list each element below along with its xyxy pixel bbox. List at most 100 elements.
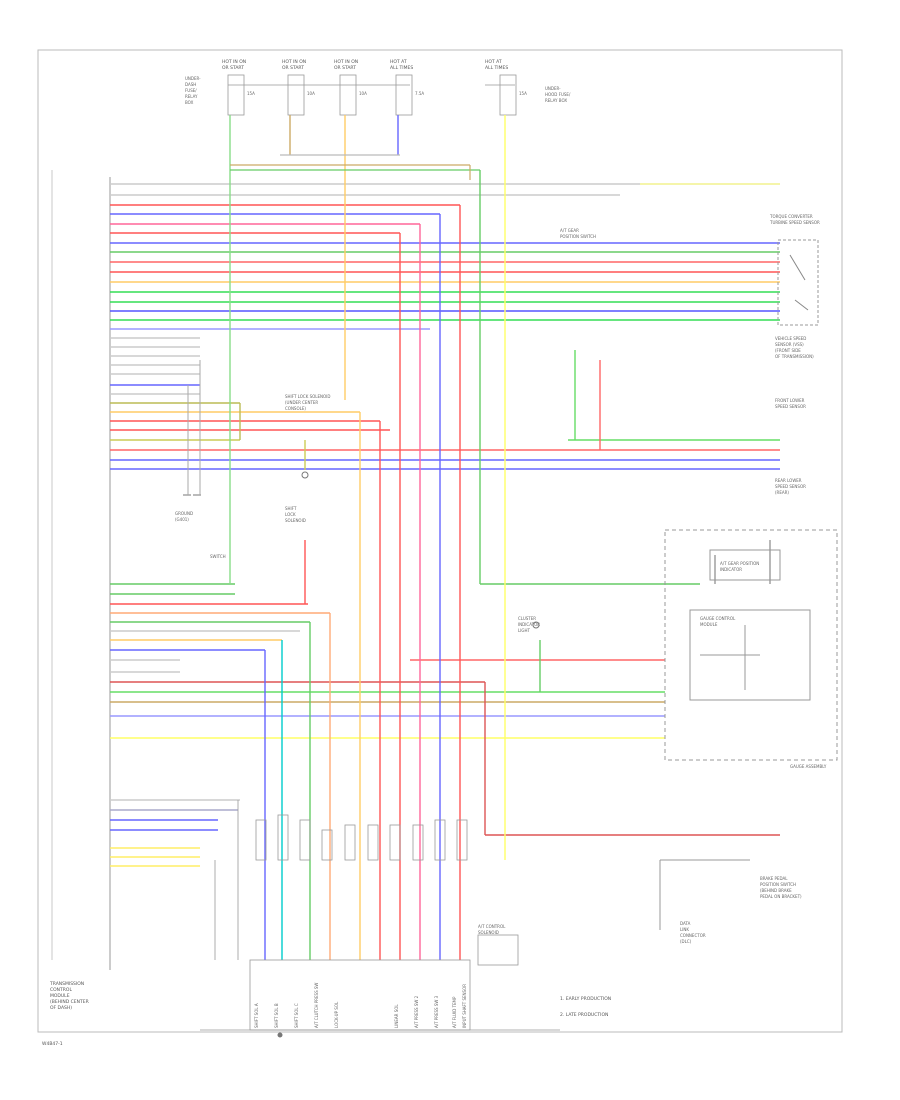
gear-switch-label: (UNDER CENTER	[285, 400, 318, 405]
diagram-border	[37, 49, 843, 1033]
ground-b-label: SOLENOID	[285, 518, 306, 523]
wire-group-upper	[110, 183, 780, 470]
fuse-label: HOT IN ON	[334, 59, 358, 65]
switch-a-label: A/T GEAR	[560, 228, 579, 233]
torque-converter-sensor	[777, 239, 819, 326]
gear-switch-label: SHIFT LOCK SOLENOID	[285, 394, 330, 399]
indicator-label: CLUSTER	[518, 616, 536, 621]
solenoid-label: LOCK-UP SOL	[334, 1001, 339, 1028]
fuse-label: OR START	[334, 65, 356, 71]
fuse-label: HOT AT	[390, 59, 407, 65]
right-component-labels: TORQUE CONVERTER TURBINE SPEED SENSOR A/…	[560, 214, 827, 944]
indicator-label: INDICATOR	[518, 622, 540, 627]
cluster-label: GAUGE CONTROL	[700, 616, 736, 621]
cluster-box-label: GAUGE ASSEMBLY	[790, 764, 827, 769]
cluster-label: MODULE	[700, 622, 718, 627]
top-right-note: UNDER- HOOD FUSE/ RELAY BOX	[545, 86, 571, 103]
gauge-label: INDICATOR	[720, 567, 742, 572]
torque-converter-label: TURBINE SPEED SENSOR	[769, 220, 820, 225]
fuse-box-label: BOX	[185, 100, 194, 105]
fuse-label: OR START	[282, 65, 304, 71]
legend-item: 1. EARLY PRODUCTION	[560, 996, 611, 1002]
gear-switch-label: CONSOLE)	[285, 406, 306, 411]
brake-label: PEDAL ON BRACKET)	[760, 894, 802, 899]
bottom-solenoid-labels: SHIFT SOL A SHIFT SOL B SHIFT SOL C A/T …	[254, 924, 506, 1028]
fuse-label: ALL TIMES	[485, 65, 508, 71]
brake-label: (BEHIND BRAKE	[760, 888, 792, 893]
fuse-value: 7.5A	[415, 91, 424, 96]
module-label: TRANSMISSION CONTROL MODULE (BEHIND CENT…	[49, 981, 89, 1011]
solenoid-label: SHIFT SOL C	[294, 1003, 299, 1028]
fuse-box-label: FUSE/	[185, 88, 197, 93]
underhood-box-label: HOOD FUSE/	[545, 92, 571, 97]
brake-label: POSITION SWITCH	[760, 882, 796, 887]
solenoid-label: SHIFT SOL A	[254, 1003, 259, 1028]
ground-symbols	[183, 360, 540, 1038]
gauge-assembly-box	[664, 529, 838, 761]
module-label-line: TRANSMISSION	[49, 981, 84, 987]
top-harness	[230, 154, 780, 185]
solenoid-label: A/T CLUTCH PRESS SW	[314, 983, 319, 1028]
fuse-label: HOT IN ON	[222, 59, 246, 65]
module-label-line: OF DASH)	[50, 1005, 72, 1011]
ground-b-label: LOCK	[285, 512, 296, 517]
switch-a-label: POSITION SWITCH	[560, 234, 596, 239]
fuse-box-label: RELAY	[185, 94, 198, 99]
solenoid-label: A/T PRESS SW 2	[414, 995, 419, 1028]
dlc-label: DATA	[680, 921, 691, 926]
fuse-box-label: UNDER-	[185, 76, 201, 81]
module-label-line: MODULE	[50, 993, 70, 999]
gauge-label: A/T GEAR POSITION	[720, 561, 759, 566]
fuse-value: 10A	[359, 91, 367, 96]
front-wheel-label: SPEED SENSOR	[775, 404, 806, 409]
top-left-note: UNDER- DASH FUSE/ RELAY BOX	[185, 76, 201, 105]
module-label-line: CONTROL	[50, 987, 72, 993]
fuse-value: 10A	[307, 91, 315, 96]
dlc-label: CONNECTOR	[680, 933, 706, 938]
fuse-value: 15A	[247, 91, 255, 96]
solenoid-label: SHIFT SOL B	[274, 1003, 279, 1028]
bottom-connector-row	[200, 800, 560, 1031]
legend-item: 2. LATE PRODUCTION	[560, 1012, 608, 1018]
figure-id: W4B47-1	[42, 1041, 63, 1047]
rear-wheel-label: (REAR)	[775, 490, 789, 495]
rear-wheel-label: REAR LOWER	[775, 478, 802, 483]
fuse-label: HOT IN ON	[282, 59, 306, 65]
vss-label: OF TRANSMISSION)	[775, 354, 814, 359]
underhood-box-label: RELAY BOX	[545, 98, 567, 103]
top-fuse-group	[227, 74, 517, 116]
front-wheel-label: FRONT LOWER	[775, 398, 805, 403]
ground-b-label: SHIFT	[285, 506, 297, 511]
wire-group-vertical	[229, 115, 771, 960]
solenoid-label: A/T PRESS SW 3	[434, 995, 439, 1028]
brake-switch	[659, 859, 750, 930]
solenoid-label: A/T FLUID TEMP	[452, 996, 457, 1028]
vss-label: VEHICLE SPEED	[775, 336, 806, 341]
center-labels: SHIFT LOCK SOLENOID (UNDER CENTER CONSOL…	[175, 394, 540, 633]
ground-a-label: (G401)	[175, 517, 189, 522]
indicator-label: LIGHT	[518, 628, 531, 633]
fuse-label: HOT AT	[485, 59, 502, 65]
rear-wheel-label: SPEED SENSOR	[775, 484, 806, 489]
vss-label: (FRONT SIDE	[775, 348, 801, 353]
solenoid-label: LINEAR SOL	[394, 1004, 399, 1028]
vss-label: SENSOR (VSS)	[775, 342, 804, 347]
top-fuse-labels: HOT IN ON OR START HOT IN ON OR START HO…	[222, 59, 527, 96]
solenoid-block-label: SOLENOID	[478, 930, 499, 935]
solenoid-label: INPUT SHAFT SENSOR	[462, 984, 467, 1028]
ground-c-label: SWITCH	[210, 554, 226, 559]
torque-converter-label: TORQUE CONVERTER	[769, 214, 813, 219]
ground-a-label: GROUND	[175, 511, 193, 516]
fuse-box-label: DASH	[185, 82, 196, 87]
legend: 1. EARLY PRODUCTION 2. LATE PRODUCTION	[560, 996, 611, 1018]
tcm-connector-bracket	[51, 170, 111, 970]
brake-label: BRAKE PEDAL	[760, 876, 788, 881]
module-label-line: (BEHIND CENTER	[50, 999, 89, 1005]
underhood-box-label: UNDER-	[545, 86, 561, 91]
dlc-label: LINK	[680, 927, 689, 932]
fuse-value: 15A	[519, 91, 527, 96]
wire-group-lower	[110, 583, 780, 867]
solenoid-block-label: A/T CONTROL	[478, 924, 506, 929]
dlc-label: (DLC)	[680, 939, 692, 944]
